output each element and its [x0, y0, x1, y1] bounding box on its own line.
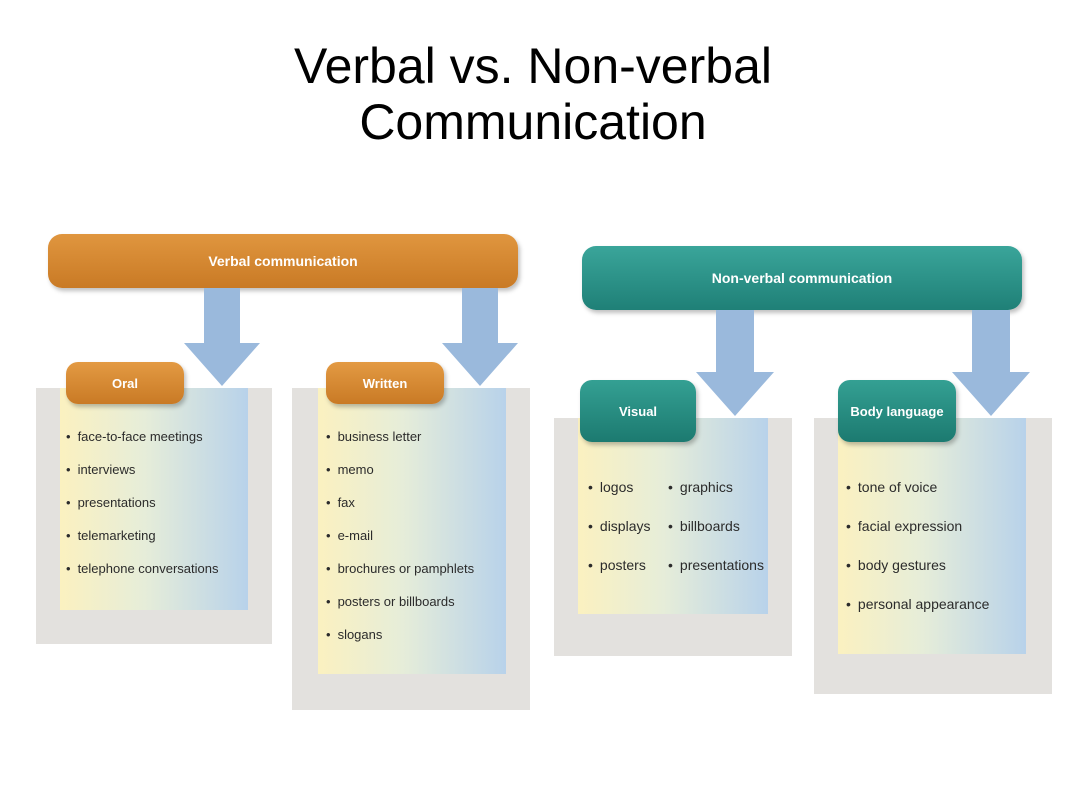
- body-language-label-tag: Body language: [838, 380, 956, 442]
- oral-label: Oral: [111, 375, 138, 391]
- oral-label-tag: Oral: [66, 362, 184, 404]
- written-label-tag: Written: [326, 362, 444, 404]
- list-item: telephone conversations: [66, 552, 219, 585]
- verbal-header-label: Verbal communication: [208, 253, 358, 269]
- arrow-down-icon: [442, 288, 518, 386]
- list-item: slogans: [326, 618, 474, 651]
- list-item: graphics: [668, 468, 764, 507]
- oral-list: face-to-face meetings interviews present…: [66, 420, 219, 585]
- list-item: fax: [326, 486, 474, 519]
- title-line-2: Communication: [359, 94, 707, 150]
- arrow-down-icon: [184, 288, 260, 386]
- written-list: business letter memo fax e-mail brochure…: [326, 420, 475, 651]
- arrow-down-icon: [696, 310, 774, 416]
- visual-list-column-2: graphics billboards presentations: [668, 468, 764, 585]
- list-item: memo: [326, 453, 474, 486]
- list-item: interviews: [66, 453, 219, 486]
- nonverbal-communication-header: Non-verbal communication: [582, 246, 1022, 310]
- list-item: business letter: [326, 420, 474, 453]
- arrow-down-icon: [952, 310, 1030, 416]
- written-label: Written: [362, 375, 408, 391]
- list-item: body gestures: [846, 546, 989, 585]
- list-item: displays: [588, 507, 651, 546]
- list-item: e-mail: [326, 519, 474, 552]
- list-item: personal appearance: [846, 585, 990, 624]
- list-item: presentations: [668, 546, 764, 585]
- list-item: tone of voice: [846, 468, 989, 507]
- list-item: brochures or pamphlets: [326, 552, 475, 585]
- body-language-list: tone of voice facial expression body ges…: [846, 468, 990, 624]
- visual-label: Visual: [618, 403, 658, 419]
- list-item: telemarketing: [66, 519, 219, 552]
- page-title: Verbal vs. Non-verbal Communication: [0, 38, 1066, 150]
- list-item: face-to-face meetings: [66, 420, 219, 453]
- visual-list-column-1: logos displays posters: [588, 468, 651, 585]
- list-item: billboards: [668, 507, 764, 546]
- title-line-1: Verbal vs. Non-verbal: [293, 38, 772, 94]
- verbal-communication-header: Verbal communication: [48, 234, 518, 288]
- list-item: logos: [588, 468, 651, 507]
- list-item: presentations: [66, 486, 219, 519]
- visual-label-tag: Visual: [580, 380, 696, 442]
- list-item: facial expression: [846, 507, 989, 546]
- list-item: posters or billboards: [326, 585, 474, 618]
- list-item: posters: [588, 546, 651, 585]
- nonverbal-header-label: Non-verbal communication: [711, 270, 893, 286]
- body-language-label: Body language: [850, 403, 944, 419]
